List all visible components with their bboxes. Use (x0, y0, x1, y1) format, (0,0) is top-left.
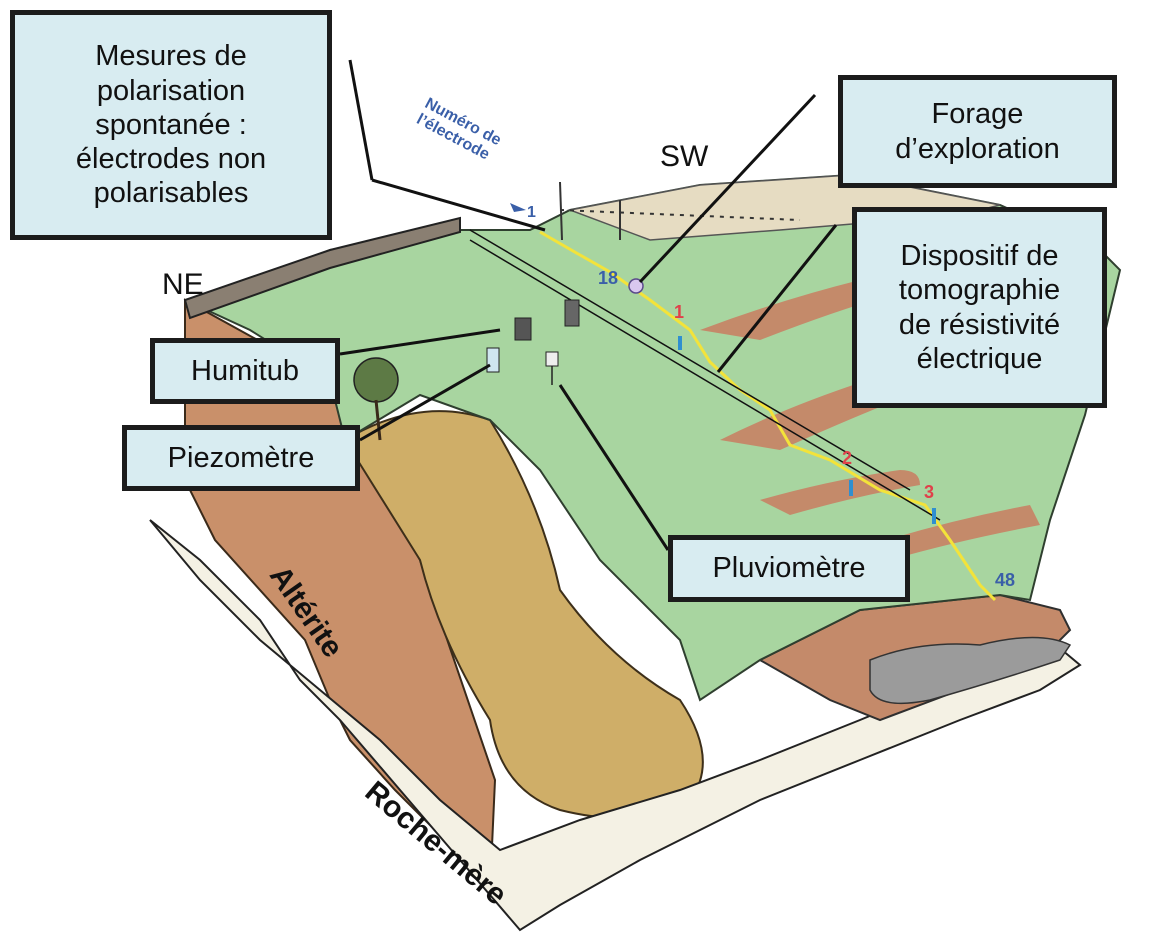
humitub-label: Humitub (191, 354, 299, 387)
tree (353, 357, 399, 441)
electrode-number-red-2: 2 (842, 448, 853, 468)
rain-gauge (545, 351, 559, 367)
humitub-box: Humitub (150, 338, 340, 404)
ert-line-2: tomographie (898, 274, 1061, 307)
ert-line-3: de résistivité (898, 308, 1061, 341)
sp-line-3: spontanée : (95, 108, 247, 141)
electrode-array (539, 230, 997, 602)
rubble (869, 636, 1072, 705)
humitub-sensor (514, 317, 532, 341)
sw-label: SW (660, 140, 709, 173)
electrode-number-red-3: 3 (924, 482, 935, 502)
rock-slump (343, 410, 704, 819)
ert-line-1: Dispositif de (900, 240, 1059, 273)
sp-electrodes (678, 336, 936, 524)
electrode-number-blue-1: 1 (527, 204, 536, 221)
electrode-number-blue-18: 18 (598, 268, 619, 288)
fence (559, 181, 801, 241)
ne-wall (183, 216, 461, 320)
ert-box: Dispositif de tomographie de résistivité… (852, 207, 1107, 408)
sp-line-4: électrodes non (75, 143, 267, 176)
piezometre-label: Piezomètre (167, 441, 315, 474)
ne-label: NE (162, 268, 204, 301)
sp-line-5: polarisables (93, 177, 249, 210)
drilling-marker (628, 278, 644, 294)
pluviometre-label: Pluviomètre (712, 552, 866, 585)
sp-line-1: Mesures de (95, 40, 247, 73)
piezometer-tube (486, 347, 500, 373)
sp-cable (469, 229, 911, 491)
leader-lines (339, 59, 838, 551)
scarp-streak (760, 470, 920, 515)
sp-cable (469, 239, 941, 521)
sp-measurements-box: Mesures de polarisation spontanée : élec… (10, 10, 332, 240)
forage-line-2: d’exploration (895, 132, 1060, 165)
scarp-streak (870, 505, 1040, 560)
piezometre-box: Piezomètre (122, 425, 360, 491)
bedrock-band (149, 519, 1082, 932)
arrow-icon (510, 203, 526, 212)
electrode-number-blue-48: 48 (995, 570, 1016, 590)
electrode-number-red-1: 1 (674, 302, 685, 322)
forage-line-1: Forage (931, 98, 1024, 131)
pluviometre-box: Pluviomètre (668, 535, 910, 602)
sp-line-2: polarisation (96, 74, 246, 107)
forage-box: Forage d’exploration (838, 75, 1117, 188)
ert-line-4: électrique (916, 342, 1043, 375)
datalogger (564, 299, 580, 327)
